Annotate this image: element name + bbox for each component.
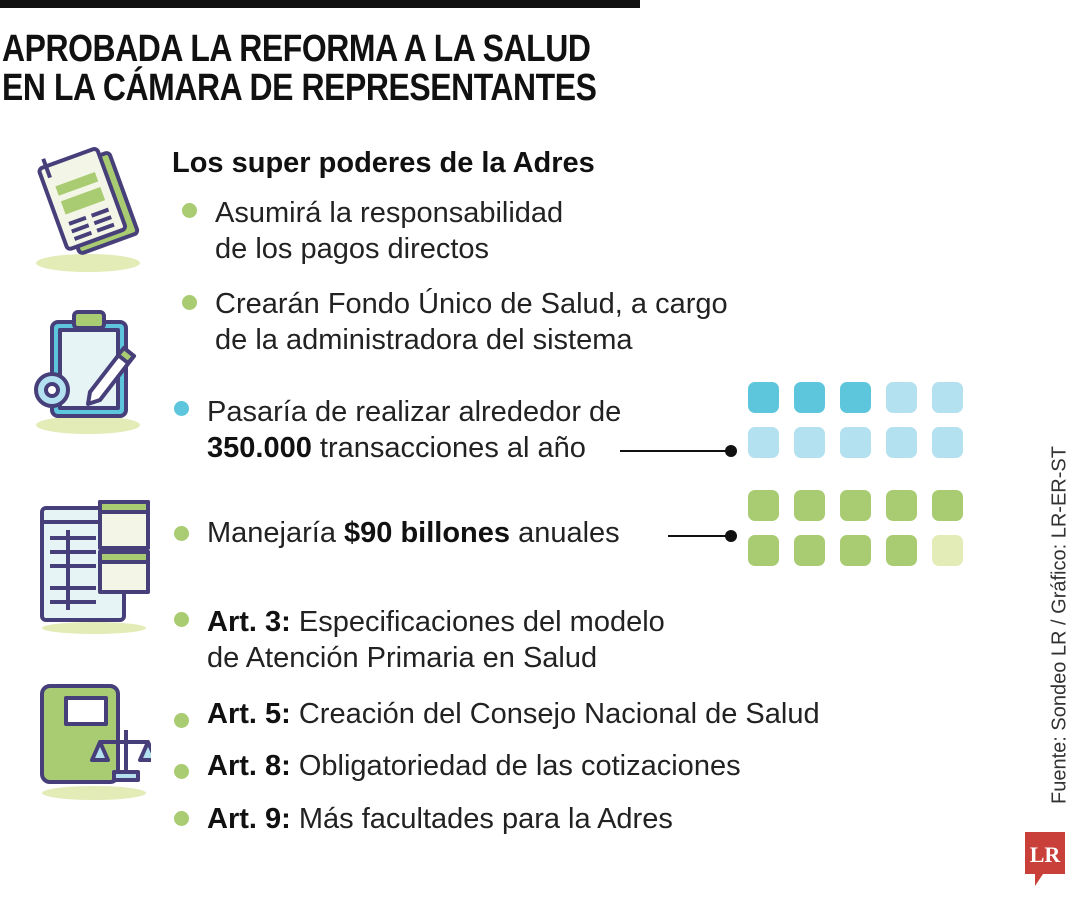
article-text: Más facultades para la Adres [298, 803, 673, 835]
connector-dot [725, 445, 737, 457]
grid-square-filled [748, 382, 779, 413]
item-2-line-1: Crearán Fondo Único de Salud, a cargo [215, 288, 728, 320]
bullet-dot [174, 612, 189, 627]
article-text: Especificaciones del modelo [298, 606, 665, 638]
article-5: Art. 5: Creación del Consejo Nacional de… [207, 696, 820, 733]
section-heading: Los super poderes de la Adres [172, 147, 595, 179]
clipboard-gear-icon [34, 310, 140, 434]
article-label: Art. 3: [207, 606, 291, 638]
grid-square-filled [794, 382, 825, 413]
article-label: Art. 9: [207, 803, 291, 835]
connector-line [668, 535, 730, 537]
connector-line [620, 450, 730, 452]
item-3-suffix: transacciones al año [311, 432, 586, 464]
bullet-dot [174, 401, 189, 416]
item-1-line-1: Asumirá la responsabilidad [215, 197, 564, 229]
grid-square-filled [840, 535, 871, 566]
grid-square-filled [794, 490, 825, 521]
source-credit: Fuente: Sondeo LR / Gráfico: LR-ER-ST [1048, 446, 1071, 804]
grid-square-filled [932, 490, 963, 521]
article-9: Art. 9: Más facultades para la Adres [207, 801, 673, 838]
budget-value: $90 billones [344, 517, 511, 549]
grid-square-filled [794, 535, 825, 566]
article-3: Art. 3: Especificaciones del modelo [207, 604, 665, 641]
item-3-line-2: 350.000 transacciones al año [207, 430, 586, 467]
grid-square-filled [840, 490, 871, 521]
article-label: Art. 8: [207, 750, 291, 782]
spreadsheet-chart-icon [40, 500, 150, 634]
item-2-line-2: de la administradora del sistema [215, 324, 633, 356]
title-line-1: APROBADA LA REFORMA A LA SALUD [2, 28, 591, 70]
grid-square-empty [886, 427, 917, 458]
item-4: Manejaría $90 billones anuales [207, 515, 620, 552]
article-text: Obligatoriedad de las cotizaciones [298, 750, 741, 782]
grid-square-empty [932, 427, 963, 458]
connector-dot [725, 530, 737, 542]
lr-logo: LR [1025, 832, 1065, 886]
bullet-dot [174, 811, 189, 826]
title-line-2: EN LA CÁMARA DE REPRESENTANTES [2, 67, 597, 109]
article-label: Art. 5: [207, 698, 291, 730]
item-3-line-1: Pasaría de realizar alrededor de [207, 396, 622, 428]
svg-text:LR: LR [1030, 842, 1062, 867]
documents-icon [36, 147, 140, 272]
item-4-suffix: anuales [510, 517, 620, 549]
article-3-line-2: de Atención Primaria en Salud [207, 642, 598, 674]
transactions-value: 350.000 [207, 432, 312, 464]
grid-square-empty [748, 427, 779, 458]
item-1-line-2: de los pagos directos [215, 233, 490, 265]
bullet-dot [174, 713, 189, 728]
bullet-dot [182, 295, 197, 310]
grid-square-filled [840, 382, 871, 413]
grid-square-filled [886, 490, 917, 521]
grid-square-filled [748, 490, 779, 521]
grid-square-empty [932, 382, 963, 413]
item-4-prefix: Manejaría [207, 517, 345, 549]
grid-square-filled [886, 535, 917, 566]
grid-square-empty [886, 382, 917, 413]
article-8: Art. 8: Obligatoriedad de las cotizacion… [207, 748, 741, 785]
bullet-dot [174, 526, 189, 541]
grid-square-filled [748, 535, 779, 566]
grid-square-empty [932, 535, 963, 566]
grid-square-empty [840, 427, 871, 458]
grid-square-empty [794, 427, 825, 458]
bullet-dot [182, 203, 197, 218]
bullet-dot [174, 764, 189, 779]
top-rule [0, 0, 640, 8]
law-book-scale-icon [40, 684, 151, 800]
article-text: Creación del Consejo Nacional de Salud [298, 698, 820, 730]
